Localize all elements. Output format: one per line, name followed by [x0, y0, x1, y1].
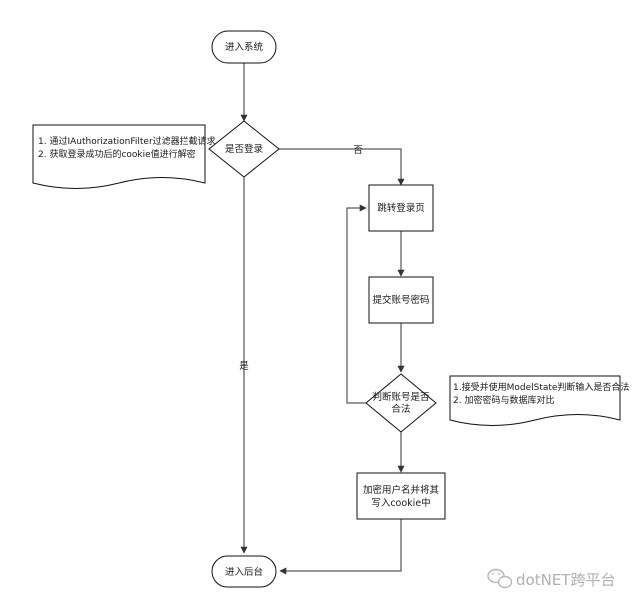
- edge-encrypt-to-end: [279, 519, 402, 575]
- watermark: dotNET跨平台: [487, 568, 615, 589]
- note-right: 1.接受并使用ModelState判断输入是否合法 2. 加密密码与数据库对比: [449, 375, 629, 426]
- node-login-check: 是否登录: [208, 120, 280, 178]
- svg-text:合法: 合法: [391, 403, 410, 415]
- node-submit: 提交账号密码: [368, 276, 434, 324]
- node-validate: 判断账号是否 合法: [365, 373, 437, 433]
- svg-text:进入后台: 进入后台: [225, 566, 263, 578]
- svg-text:加密用户名并将其: 加密用户名并将其: [363, 484, 440, 496]
- svg-text:写入cookie中: 写入cookie中: [371, 497, 430, 509]
- node-encrypt: 加密用户名并将其 写入cookie中: [356, 472, 446, 520]
- svg-text:跳转登录页: 跳转登录页: [377, 202, 425, 214]
- svg-text:2. 获取登录成功后的cookie值进行解密: 2. 获取登录成功后的cookie值进行解密: [38, 148, 196, 160]
- svg-text:是否登录: 是否登录: [225, 144, 264, 155]
- node-start: 进入系统: [211, 30, 277, 64]
- node-goto-login: 跳转登录页: [368, 184, 434, 232]
- edge-validate-loop-back: [346, 204, 367, 404]
- edge-label-no: 否: [353, 145, 363, 156]
- wechat-icon: [487, 568, 513, 589]
- svg-text:判断账号是否: 判断账号是否: [372, 391, 430, 403]
- node-end: 进入后台: [211, 555, 277, 588]
- svg-text:dotNET跨平台: dotNET跨平台: [516, 571, 615, 589]
- edge-label-yes: 是: [239, 361, 249, 372]
- svg-text:1. 通过IAuthorizationFilter过滤器拦: 1. 通过IAuthorizationFilter过滤器拦截请求: [38, 135, 216, 147]
- edge-login-check-no: [279, 148, 405, 186]
- svg-text:2. 加密密码与数据库对比: 2. 加密密码与数据库对比: [453, 394, 554, 406]
- svg-text:1.接受并使用ModelState判断输入是否合法: 1.接受并使用ModelState判断输入是否合法: [453, 381, 629, 393]
- svg-text:提交账号密码: 提交账号密码: [372, 294, 429, 306]
- note-left: 1. 通过IAuthorizationFilter过滤器拦截请求 2. 获取登录…: [32, 124, 216, 189]
- svg-text:进入系统: 进入系统: [225, 41, 264, 53]
